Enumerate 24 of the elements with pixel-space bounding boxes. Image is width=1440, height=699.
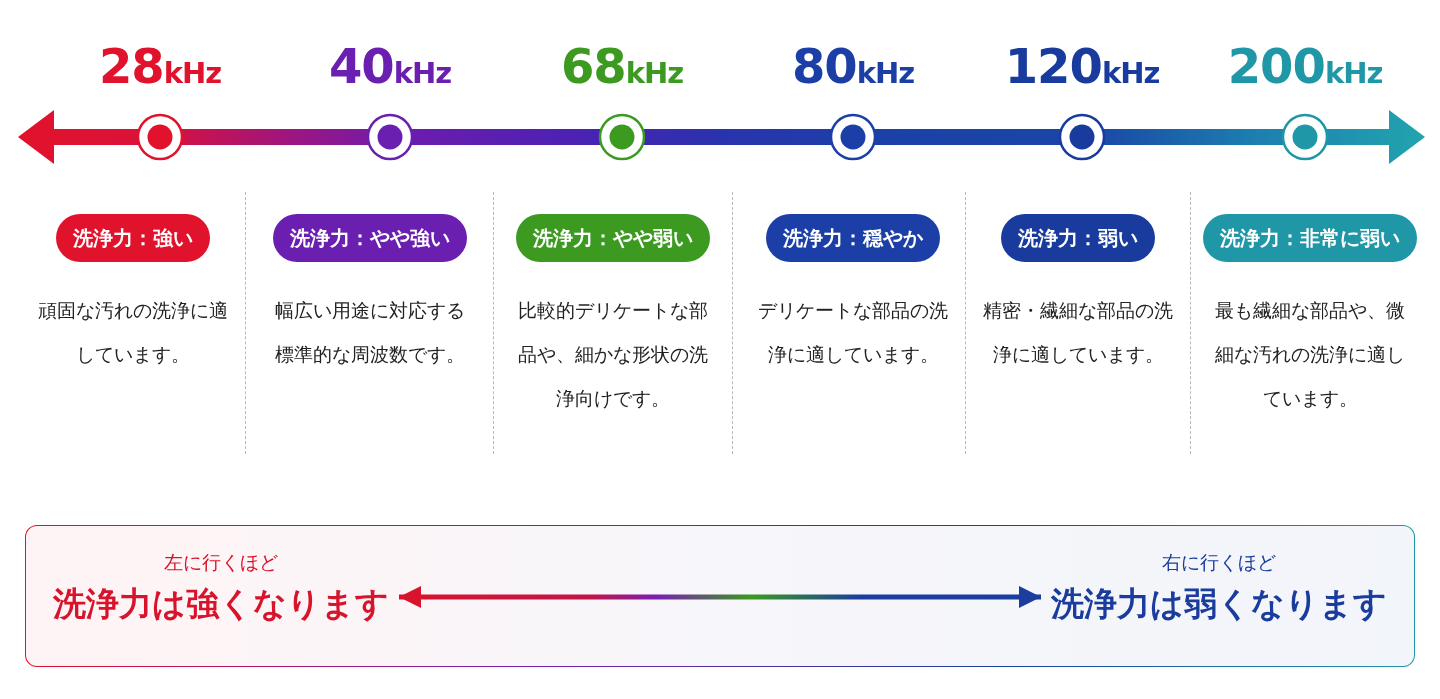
frequency-label: 40kHz: [328, 40, 452, 93]
caption-text: 左に行くほど: [164, 550, 278, 575]
heading-text: 洗浄力は弱くなります: [1051, 583, 1387, 625]
strength-badge: 洗浄力：弱い: [1001, 214, 1155, 262]
strength-badge: 洗浄力：やや強い: [273, 214, 467, 262]
description-text: 幅広い用途に対応する標準的な周波数です。: [274, 298, 466, 367]
description-text: 最も繊細な部品や、微細な汚れの洗浄に適しています。: [1214, 298, 1406, 411]
frequency-label: 80kHz: [791, 40, 915, 93]
strength-badge: 洗浄力：強い: [56, 214, 210, 262]
frequency-label: 68kHz: [560, 40, 684, 93]
frequency-label: 28kHz: [98, 40, 222, 93]
description-text: デリケートな部品の洗浄に適しています。: [757, 298, 949, 367]
double-arrow: [399, 586, 1041, 608]
heading-text: 洗浄力は強くなります: [53, 583, 389, 625]
description-text: 頑固な汚れの洗浄に適しています。: [37, 298, 229, 367]
strength-badge: 洗浄力：穏やか: [766, 214, 940, 262]
description-text: 比較的デリケートな部品や、細かな形状の洗浄向けです。: [517, 298, 709, 411]
strength-badge: 洗浄力：非常に弱い: [1203, 214, 1417, 262]
caption-text: 右に行くほど: [1162, 550, 1276, 575]
frequency-label: 120kHz: [1004, 40, 1160, 93]
description-text: 精密・繊細な部品の洗浄に適しています。: [982, 298, 1174, 367]
strength-badge: 洗浄力：やや弱い: [516, 214, 710, 262]
summary-panel: [25, 525, 1415, 667]
frequency-label: 200kHz: [1227, 40, 1383, 93]
